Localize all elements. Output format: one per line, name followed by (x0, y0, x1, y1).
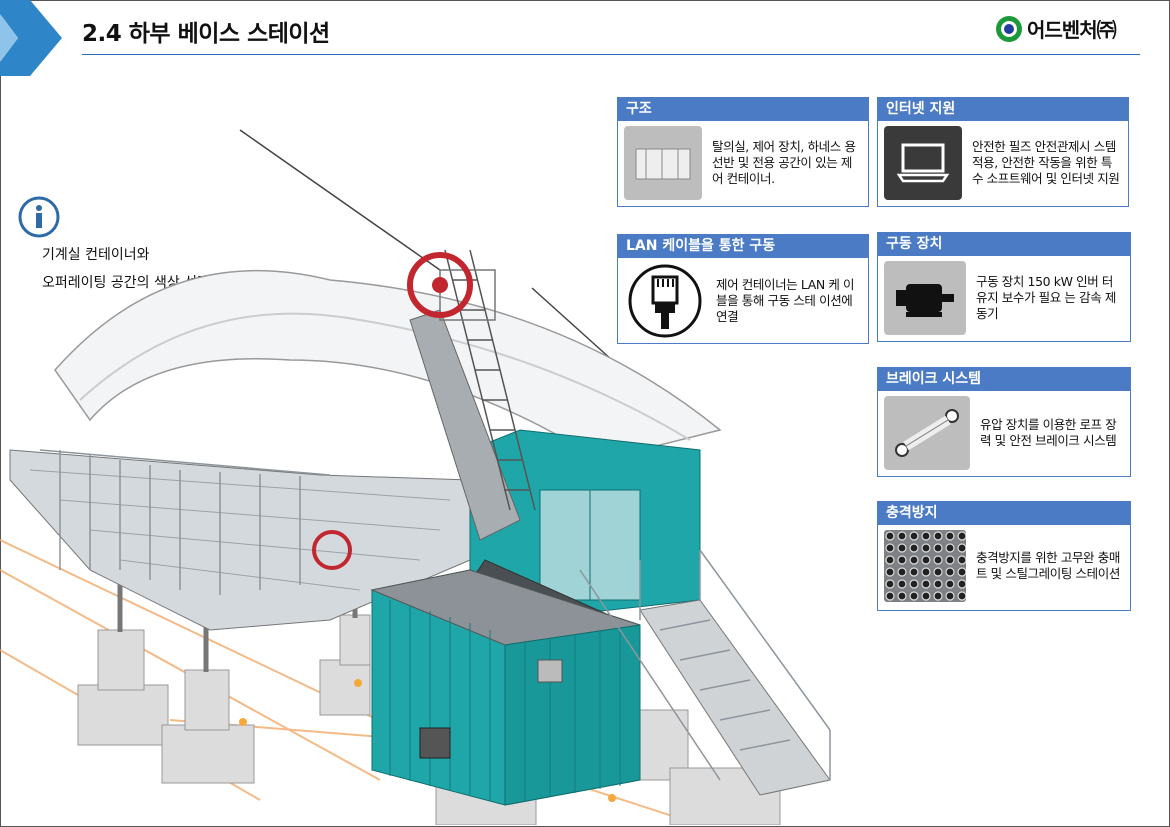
lan-plug-icon (628, 264, 702, 338)
hydraulic-cylinder-icon (884, 396, 970, 470)
logo-text: 어드벤처㈜ (1027, 18, 1117, 42)
header-divider (82, 54, 1140, 55)
company-logo: 어드벤처㈜ (996, 14, 1117, 43)
rubber-mat-icon (884, 530, 966, 602)
card-description: 탈의실, 제어 장치, 하네스 용 선반 및 전용 공간이 있는 제어 컨테이너… (712, 139, 856, 186)
header-chevron-icon (0, 0, 62, 76)
card-title: 구동 장치 (878, 233, 1130, 256)
card-description: 제어 컨테이너는 LAN 케 이블을 통해 구동 스테 이션에 연결 (716, 277, 855, 324)
container-icon (624, 126, 702, 200)
card-title: LAN 케이블을 통한 구동 (618, 235, 868, 258)
page-title: 2.4 하부 베이스 스테이션 (82, 21, 330, 47)
feature-card-lan: LAN 케이블을 통한 구동 제어 컨테이너는 LAN 케 이블을 통해 구동 … (617, 234, 869, 344)
card-description: 유압 장치를 이용한 로프 장력 및 안전 브레이크 시스템 (980, 417, 1117, 448)
base-station-illustration (0, 129, 831, 825)
info-icon (18, 196, 60, 238)
feature-card-impact: 충격방지 충격방지를 위한 고무완 충매트 및 스틸그레이팅 스테이션 (877, 501, 1131, 611)
note-line-1: 기계실 컨테이너와 (42, 247, 150, 263)
card-description: 구동 장치 150 kW 인버 터 유지 보수가 필요 는 감속 제동기 (976, 274, 1116, 321)
card-title: 인터넷 지원 (878, 98, 1128, 121)
card-title: 충격방지 (878, 502, 1130, 525)
card-description: 충격방지를 위한 고무완 충매트 및 스틸그레이팅 스테이션 (976, 550, 1120, 581)
motor-icon (884, 261, 966, 335)
logo-mark-icon (996, 15, 1022, 42)
laptop-icon (884, 126, 962, 200)
feature-card-internet: 인터넷 지원 안전한 필즈 안전관제시 스템 적용, 안전한 작동을 위한 특수… (877, 97, 1129, 207)
feature-card-structure: 구조 탈의실, 제어 장치, 하네스 용 선반 및 전용 공간이 있는 제어 컨… (617, 97, 869, 207)
card-description: 안전한 필즈 안전관제시 스템 적용, 안전한 작동을 위한 특수 소프트웨어 … (972, 139, 1120, 186)
card-title: 브레이크 시스템 (878, 368, 1130, 391)
feature-card-drive: 구동 장치 구동 장치 150 kW 인버 터 유지 보수가 필요 는 감속 제… (877, 232, 1131, 342)
feature-card-brake: 브레이크 시스템 유압 장치를 이용한 로프 장력 및 안전 브레이크 시스템 (877, 367, 1131, 477)
card-title: 구조 (618, 98, 868, 121)
